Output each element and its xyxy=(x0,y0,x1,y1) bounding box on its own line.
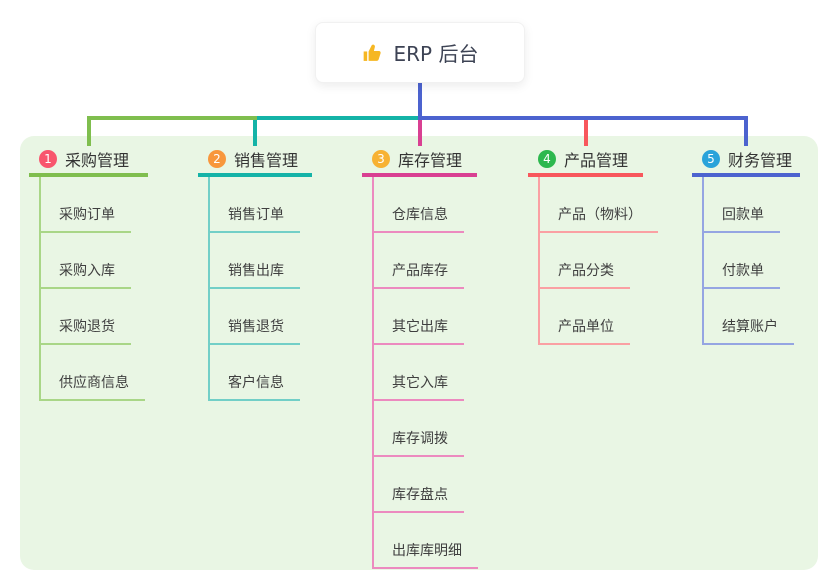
child-node-label: 其它出库 xyxy=(392,319,448,335)
branch: 1 采购管理 采购订单采购入库采购退货供应商信息 xyxy=(29,150,148,401)
child-node-label: 销售退货 xyxy=(228,319,284,335)
child-node-label: 产品单位 xyxy=(558,319,614,335)
branch-children: 采购订单采购入库采购退货供应商信息 xyxy=(39,177,145,401)
branch-title-node[interactable]: 5 财务管理 xyxy=(692,150,800,177)
child-node-label: 销售出库 xyxy=(228,263,284,279)
branch-index-badge: 5 xyxy=(702,150,720,168)
branch: 2 销售管理 销售订单销售出库销售退货客户信息 xyxy=(198,150,312,401)
branches-panel xyxy=(20,136,818,570)
child-node[interactable]: 仓库信息 xyxy=(374,177,464,233)
child-node-label: 产品库存 xyxy=(392,263,448,279)
branch-index-badge: 4 xyxy=(538,150,556,168)
child-node[interactable]: 采购退货 xyxy=(41,289,131,345)
child-node[interactable]: 销售出库 xyxy=(210,233,300,289)
horizontal-line-teal xyxy=(257,116,418,120)
child-node[interactable]: 供应商信息 xyxy=(41,345,145,401)
horizontal-line-green xyxy=(86,116,257,120)
branch-drop-line xyxy=(744,116,748,146)
child-node-label: 仓库信息 xyxy=(392,207,448,223)
child-node-label: 库存盘点 xyxy=(392,487,448,503)
child-node[interactable]: 产品库存 xyxy=(374,233,464,289)
branch-title-label: 销售管理 xyxy=(234,151,299,170)
branch-title-node[interactable]: 3 库存管理 xyxy=(362,150,477,177)
branch-title-node[interactable]: 1 采购管理 xyxy=(29,150,148,177)
child-node-label: 供应商信息 xyxy=(59,375,129,391)
child-node[interactable]: 其它入库 xyxy=(374,345,464,401)
branch-children: 回款单付款单结算账户 xyxy=(702,177,794,345)
child-node-label: 出库库明细 xyxy=(392,543,462,559)
child-node[interactable]: 采购订单 xyxy=(41,177,131,233)
child-node[interactable]: 付款单 xyxy=(704,233,780,289)
child-node[interactable]: 产品（物料） xyxy=(540,177,658,233)
child-node-label: 回款单 xyxy=(722,207,764,223)
root-node[interactable]: ERP 后台 xyxy=(315,22,525,83)
child-node-label: 付款单 xyxy=(722,263,764,279)
branch-title-node[interactable]: 4 产品管理 xyxy=(528,150,643,177)
branch-index-badge: 1 xyxy=(39,150,57,168)
child-node[interactable]: 回款单 xyxy=(704,177,780,233)
branch-title-label: 财务管理 xyxy=(728,151,793,170)
child-node-label: 产品（物料） xyxy=(558,207,642,223)
child-node[interactable]: 销售退货 xyxy=(210,289,300,345)
child-node[interactable]: 库存盘点 xyxy=(374,457,464,513)
root-stem-line xyxy=(417,81,422,120)
branch-drop-line xyxy=(253,116,257,146)
child-node[interactable]: 销售订单 xyxy=(210,177,300,233)
branch-drop-line xyxy=(86,116,91,146)
child-node[interactable]: 采购入库 xyxy=(41,233,131,289)
horizontal-line-blue xyxy=(417,116,748,120)
child-node[interactable]: 产品分类 xyxy=(540,233,630,289)
child-node-label: 采购订单 xyxy=(59,207,115,223)
root-label: ERP 后台 xyxy=(393,42,479,66)
branch: 4 产品管理 产品（物料） 产品分类产品单位 xyxy=(528,150,658,345)
branch-drop-line xyxy=(417,120,422,146)
branch-children: 销售订单销售出库销售退货客户信息 xyxy=(208,177,300,401)
branch-title-label: 产品管理 xyxy=(564,151,629,170)
branch-children: 产品（物料） 产品分类产品单位 xyxy=(538,177,658,345)
child-node-label: 销售订单 xyxy=(228,207,284,223)
child-node-label: 结算账户 xyxy=(722,319,778,335)
branch: 5 财务管理 回款单付款单结算账户 xyxy=(692,150,800,345)
child-node[interactable]: 产品单位 xyxy=(540,289,630,345)
child-node-label: 采购退货 xyxy=(59,319,115,335)
thumbs-up-icon xyxy=(363,44,381,61)
branch-drop-line xyxy=(583,116,588,146)
branch-index-badge: 3 xyxy=(372,150,390,168)
branch-children: 仓库信息产品库存其它出库其它入库库存调拨库存盘点出库库明细 xyxy=(372,177,478,569)
child-node[interactable]: 其它出库 xyxy=(374,289,464,345)
child-node[interactable]: 出库库明细 xyxy=(374,513,478,569)
child-node-label: 库存调拨 xyxy=(392,431,448,447)
child-node-label: 其它入库 xyxy=(392,375,448,391)
branch-index-badge: 2 xyxy=(208,150,226,168)
branch-title-node[interactable]: 2 销售管理 xyxy=(198,150,312,177)
branch-title-label: 库存管理 xyxy=(398,151,463,170)
child-node-label: 采购入库 xyxy=(59,263,115,279)
child-node[interactable]: 库存调拨 xyxy=(374,401,464,457)
branch: 3 库存管理 仓库信息产品库存其它出库其它入库库存调拨库存盘点出库库明细 xyxy=(362,150,478,569)
branch-title-label: 采购管理 xyxy=(65,151,130,170)
child-node[interactable]: 客户信息 xyxy=(210,345,300,401)
child-node[interactable]: 结算账户 xyxy=(704,289,794,345)
child-node-label: 客户信息 xyxy=(228,375,284,391)
child-node-label: 产品分类 xyxy=(558,263,614,279)
